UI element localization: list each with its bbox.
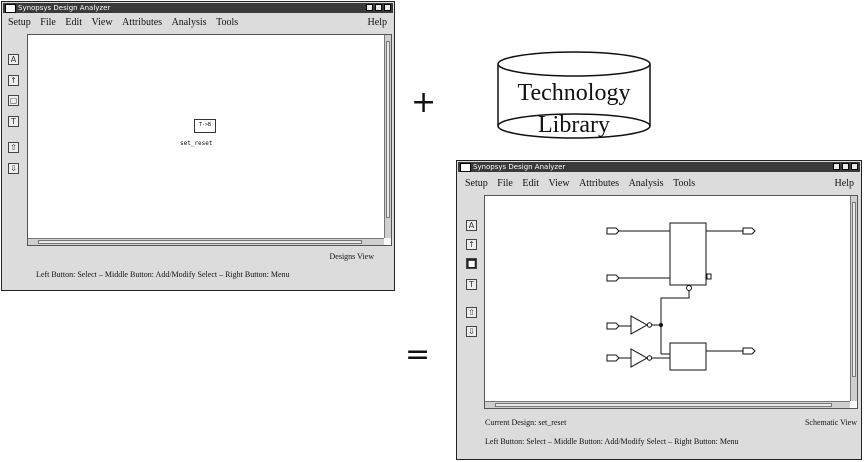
flip-flop-lower — [669, 342, 707, 371]
menu-attributes[interactable]: Attributes — [579, 178, 620, 189]
menu-analysis[interactable]: Analysis — [171, 17, 207, 28]
output-port — [742, 227, 756, 235]
window-title-bar[interactable]: Synopsys Design Analyzer — [3, 3, 393, 13]
maximize-icon[interactable] — [375, 4, 382, 11]
inverter-lower-bubble — [646, 355, 653, 361]
hierarchy-tool-icon[interactable]: A — [466, 220, 477, 231]
design-symbol[interactable]: T->B — [194, 119, 216, 133]
inverter-lower — [630, 348, 649, 368]
output-port — [742, 347, 756, 355]
technology-library: Technology Library — [496, 50, 654, 142]
menu-bar: Setup File Edit View Attributes Analysis… — [465, 177, 860, 191]
window-title-bar[interactable]: Synopsys Design Analyzer — [458, 162, 860, 172]
flip-flop-upper-output-bubble — [686, 285, 692, 291]
view-label: Designs View — [329, 252, 374, 261]
vertical-scroll-thumb[interactable] — [852, 202, 856, 377]
mouse-status-line: Left Button: Select – Middle Button: Add… — [36, 270, 290, 279]
database-cylinder-icon — [497, 51, 651, 139]
close-icon[interactable] — [384, 4, 391, 11]
horizontal-scrollbar[interactable] — [28, 238, 384, 245]
text-tool-icon[interactable]: T — [8, 116, 19, 127]
window-title: Synopsys Design Analyzer — [473, 163, 566, 171]
plus-sign: + — [411, 85, 437, 120]
flip-flop-upper-qbar-pin — [706, 273, 712, 280]
hierarchy-tool-icon[interactable]: A — [8, 54, 19, 65]
window-menu-icon[interactable] — [460, 163, 471, 172]
input-port — [606, 274, 620, 282]
window-title: Synopsys Design Analyzer — [18, 4, 111, 12]
menu-attributes[interactable]: Attributes — [122, 17, 163, 28]
text-tool-icon[interactable]: T — [466, 279, 477, 290]
mouse-status-line: Left Button: Select – Middle Button: Add… — [485, 437, 739, 446]
inverter-upper-bubble — [646, 322, 653, 328]
library-title-line2: Library — [538, 112, 610, 138]
vertical-scrollbar[interactable] — [384, 35, 391, 238]
maximize-icon[interactable] — [842, 163, 849, 170]
wire-junction — [658, 322, 664, 328]
schematic-diagram — [606, 222, 756, 371]
schematic-canvas[interactable] — [484, 195, 858, 409]
symbol-tool-icon[interactable]: ▢ — [8, 95, 19, 106]
up-level-tool-icon[interactable]: ↑ — [466, 239, 477, 250]
symbol-tool-icon[interactable]: ■ — [466, 258, 477, 269]
menu-tools[interactable]: Tools — [216, 17, 239, 28]
menu-bar: Setup File Edit View Attributes Analysis… — [8, 16, 393, 30]
menu-help[interactable]: Help — [834, 178, 854, 189]
minimize-icon[interactable] — [366, 4, 373, 11]
push-up-tool-icon[interactable]: ⇧ — [8, 142, 19, 153]
design-name-label: set_reset — [180, 140, 213, 147]
menu-setup[interactable]: Setup — [8, 17, 31, 28]
view-label: Schematic View — [804, 418, 857, 427]
menu-analysis[interactable]: Analysis — [628, 178, 664, 189]
design-analyzer-window-schematic: Synopsys Design Analyzer Setup File Edit… — [456, 160, 862, 460]
flip-flop-upper — [669, 222, 707, 286]
push-down-tool-icon[interactable]: ⇩ — [466, 326, 477, 337]
menu-file[interactable]: File — [497, 178, 513, 189]
equals-sign: = — [405, 337, 431, 372]
wire — [652, 291, 690, 326]
vertical-scrollbar[interactable] — [850, 196, 857, 401]
close-icon[interactable] — [851, 163, 858, 170]
menu-tools[interactable]: Tools — [673, 178, 696, 189]
designs-canvas[interactable]: T->B set_reset — [27, 34, 392, 246]
horizontal-scrollbar[interactable] — [485, 401, 850, 408]
menu-file[interactable]: File — [40, 17, 56, 28]
menu-help[interactable]: Help — [367, 17, 387, 28]
library-title-line1: Technology — [517, 80, 631, 106]
menu-view[interactable]: View — [91, 17, 113, 28]
inverter-upper — [630, 315, 649, 335]
input-port — [606, 227, 620, 235]
horizontal-scroll-thumb[interactable] — [495, 403, 832, 407]
design-analyzer-window-designs: Synopsys Design Analyzer Setup File Edit… — [1, 1, 395, 291]
input-port — [606, 354, 620, 362]
design-symbol-label: T->B — [198, 122, 212, 128]
menu-view[interactable]: View — [548, 178, 570, 189]
push-down-tool-icon[interactable]: ⇩ — [8, 163, 19, 174]
vertical-scroll-thumb[interactable] — [386, 41, 390, 218]
push-up-tool-icon[interactable]: ⇧ — [466, 307, 477, 318]
menu-edit[interactable]: Edit — [65, 17, 83, 28]
minimize-icon[interactable] — [833, 163, 840, 170]
menu-setup[interactable]: Setup — [465, 178, 488, 189]
input-port — [606, 322, 620, 330]
window-menu-icon[interactable] — [5, 4, 16, 13]
menu-edit[interactable]: Edit — [522, 178, 540, 189]
up-level-tool-icon[interactable]: ↑ — [8, 75, 19, 86]
current-design-label: Current Design: set_reset — [485, 418, 567, 427]
horizontal-scroll-thumb[interactable] — [38, 240, 362, 244]
